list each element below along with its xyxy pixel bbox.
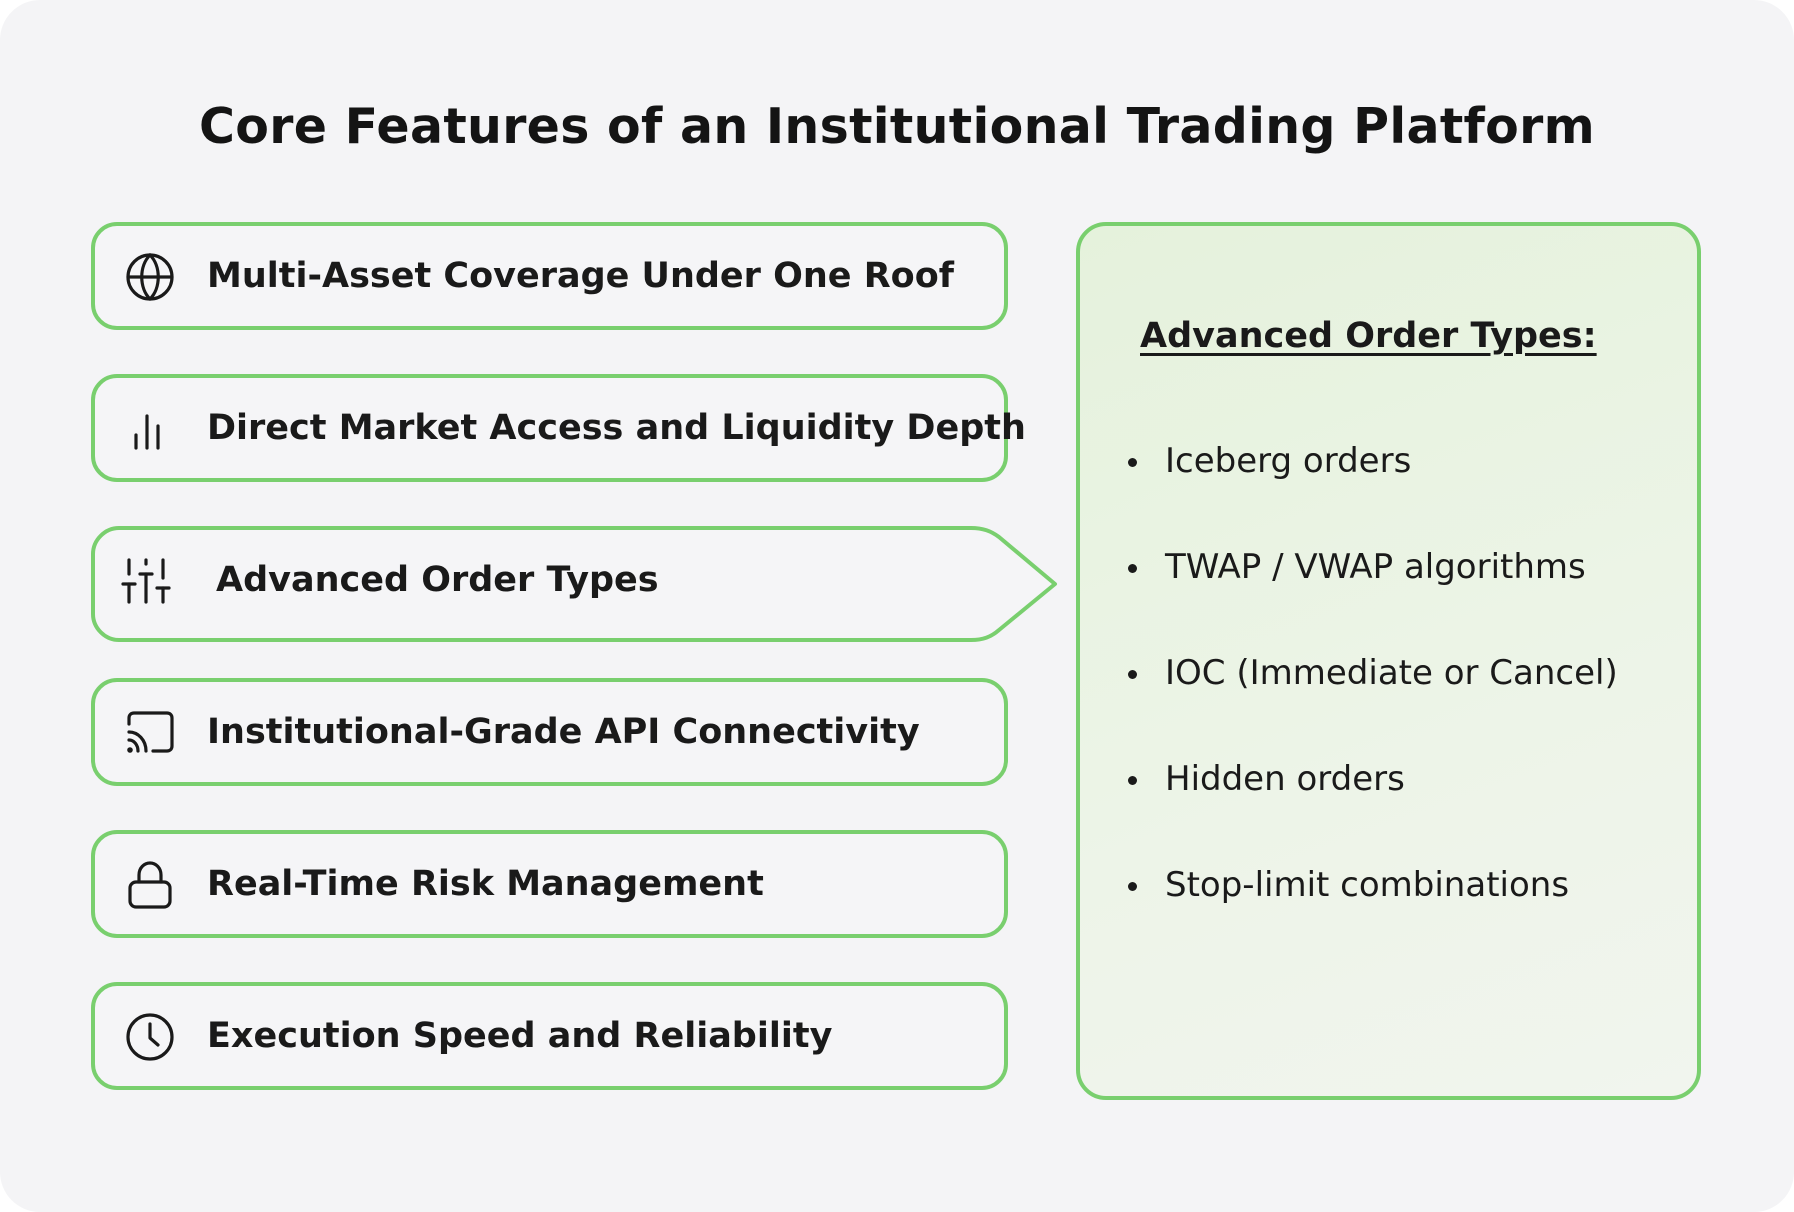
feature-card-multi-asset[interactable]: Multi-Asset Coverage Under One Roof: [91, 222, 1008, 330]
bar-chart-icon: [125, 404, 175, 454]
active-arrow-outline: [91, 526, 1057, 642]
list-item: IOC (Immediate or Cancel): [1110, 648, 1618, 754]
sliders-icon: [121, 556, 171, 606]
clock-icon: [125, 1012, 175, 1062]
list-item: Iceberg orders: [1110, 436, 1618, 542]
feature-card-advanced-orders[interactable]: Advanced Order Types: [91, 526, 1061, 642]
page-title: Core Features of an Institutional Tradin…: [199, 98, 1595, 155]
list-item: Hidden orders: [1110, 754, 1618, 860]
feature-label: Real-Time Risk Management: [207, 864, 764, 904]
feature-card-execution[interactable]: Execution Speed and Reliability: [91, 982, 1008, 1090]
list-item-text: Hidden orders: [1165, 759, 1405, 799]
bullet-icon: [1128, 670, 1137, 679]
feature-label: Execution Speed and Reliability: [207, 1016, 833, 1056]
bullet-icon: [1128, 776, 1137, 785]
feature-card-market-access[interactable]: Direct Market Access and Liquidity Depth: [91, 374, 1026, 482]
order-type-list: Iceberg orders TWAP / VWAP algorithms IO…: [1110, 436, 1618, 966]
bullet-icon: [1128, 458, 1137, 467]
list-item: Stop-limit combinations: [1110, 860, 1618, 966]
bullet-icon: [1128, 564, 1137, 573]
list-item-text: IOC (Immediate or Cancel): [1165, 653, 1618, 693]
feature-label: Direct Market Access and Liquidity Depth: [207, 408, 1026, 448]
list-item: TWAP / VWAP algorithms: [1110, 542, 1618, 648]
cast-icon: [125, 708, 175, 758]
feature-label: Multi-Asset Coverage Under One Roof: [207, 256, 954, 296]
bullet-icon: [1128, 882, 1137, 891]
lock-icon: [125, 860, 175, 910]
list-item-text: TWAP / VWAP algorithms: [1165, 547, 1586, 587]
feature-label: Advanced Order Types: [216, 560, 659, 600]
advanced-order-types-panel: Advanced Order Types: Iceberg orders TWA…: [1076, 222, 1701, 1100]
feature-card-api[interactable]: Institutional-Grade API Connectivity: [91, 678, 1008, 786]
globe-icon: [125, 252, 175, 302]
feature-card-risk[interactable]: Real-Time Risk Management: [91, 830, 1008, 938]
feature-label: Institutional-Grade API Connectivity: [207, 712, 920, 752]
list-item-text: Stop-limit combinations: [1165, 865, 1570, 905]
list-item-text: Iceberg orders: [1165, 441, 1412, 481]
panel-heading: Advanced Order Types:: [1140, 316, 1597, 356]
